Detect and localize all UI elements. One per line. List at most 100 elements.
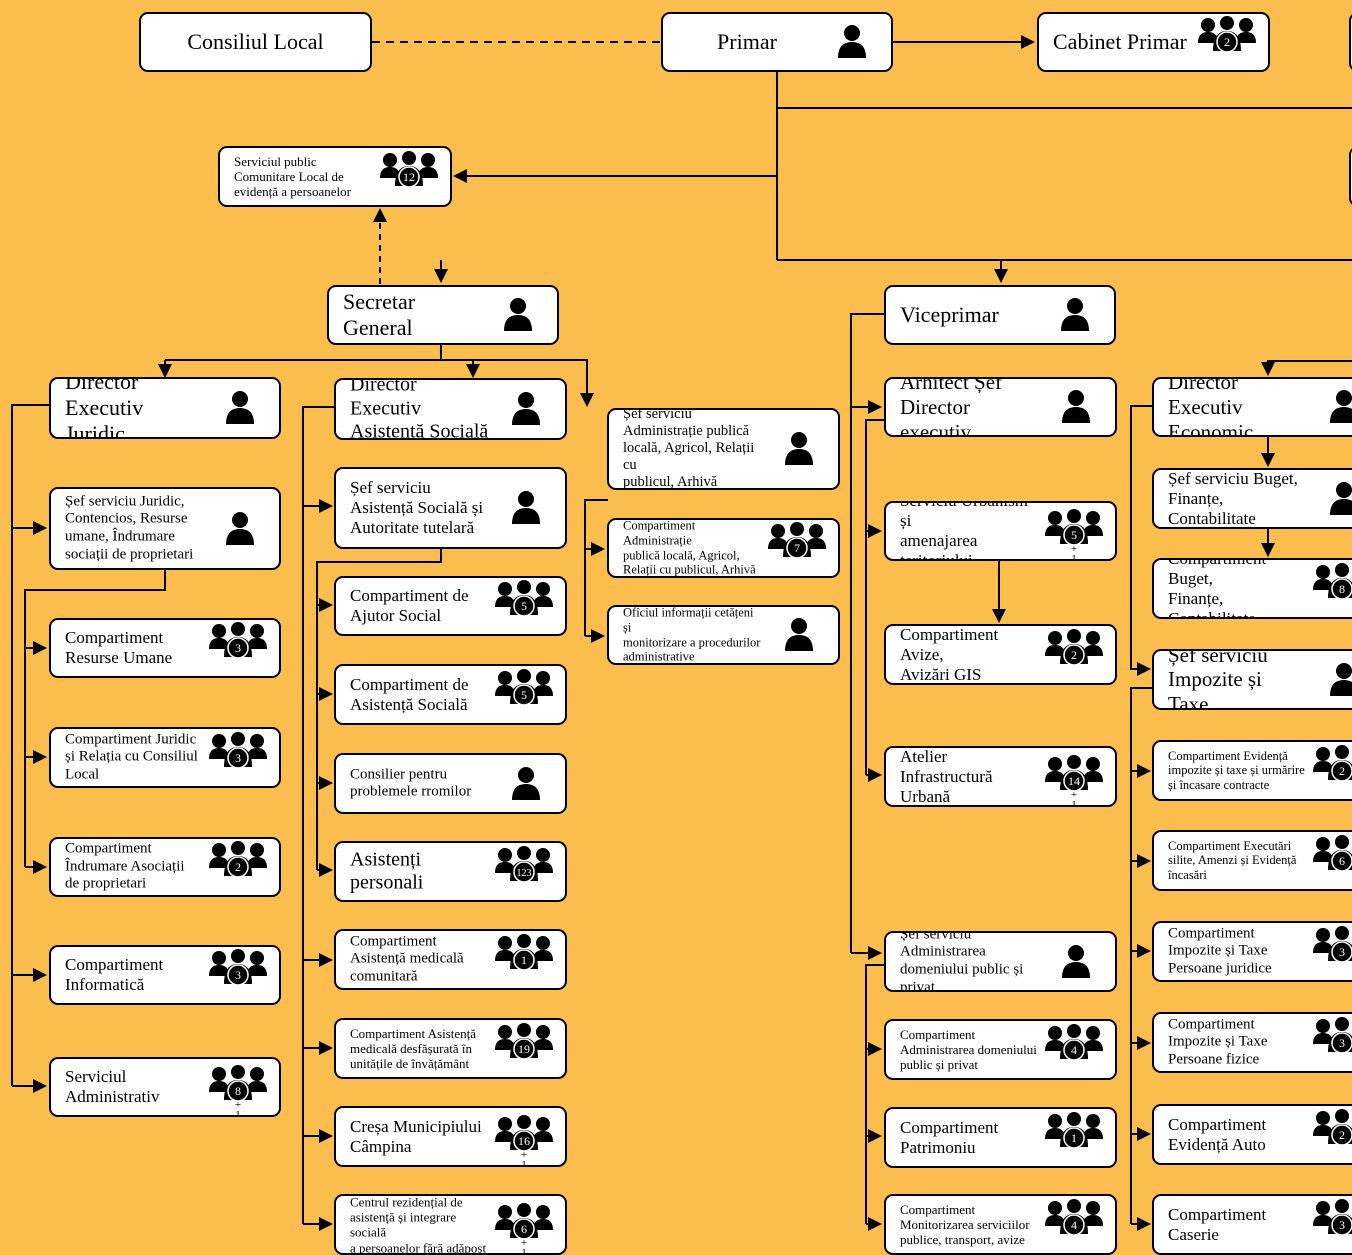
staff-count: 7 <box>794 541 800 555</box>
staff-count: 2 <box>1224 35 1230 49</box>
group-icon: 3 <box>1313 1197 1352 1255</box>
staff-count: 3 <box>1339 1218 1345 1232</box>
org-box-comp-med: Compartiment Asistență medicală comunita… <box>334 929 567 990</box>
org-box-centru: Centrul rezidențial de asistență și inte… <box>334 1194 567 1255</box>
org-box-label: Director Executiv Juridic <box>65 377 203 439</box>
group-icon: 2 <box>1045 627 1103 686</box>
group-icon: 14+1 <box>1045 753 1103 808</box>
person-icon <box>503 297 533 333</box>
person-icon <box>784 431 814 467</box>
org-box-label: Compartiment Asistență medicală desfășur… <box>350 1025 489 1071</box>
org-box-label: Compartiment Îndrumare Asociații de prop… <box>65 840 203 893</box>
staff-count: 8 <box>1339 582 1345 596</box>
org-box-comp-adm-pub: Compartiment Administrație publică local… <box>607 518 840 578</box>
staff-count: 4 <box>1071 1218 1077 1232</box>
org-box-primar: Primar <box>661 12 893 72</box>
org-box-sef-juridic: Șef serviciu Juridic, Contencios, Resurs… <box>49 487 281 570</box>
extra-staff: 1 <box>521 1247 527 1255</box>
staff-count: 2 <box>235 860 241 874</box>
org-box-comp-jur: Compartiment Juridic și Relația cu Consi… <box>49 727 281 788</box>
group-icon: 5 <box>495 578 553 636</box>
group-icon: 4 <box>1045 1197 1103 1255</box>
org-box-label: Șef serviciu Administrarea domeniului pu… <box>900 931 1039 992</box>
org-box-comp-buget: Compartiment Buget, Finanțe, Contabilita… <box>1152 558 1352 619</box>
person-icon <box>511 766 541 802</box>
staff-count: 4 <box>1071 1043 1077 1057</box>
org-box-label: Compartiment Buget, Finanțe, Contabilita… <box>1168 558 1307 619</box>
org-box-label: Compartiment Asistență medicală comunita… <box>350 933 489 986</box>
org-box-arhitect: Arhitect Șef Director executiv <box>884 377 1117 437</box>
org-box-label: Compartiment Avize, Avizări GIS <box>900 624 1039 684</box>
group-icon: 5 <box>495 667 553 726</box>
extra-staff: 1 <box>521 1159 527 1168</box>
staff-count: 2 <box>1339 1128 1345 1142</box>
group-icon: 5+1 <box>1045 507 1103 561</box>
group-icon: 12 <box>380 149 438 208</box>
group-icon: 2 <box>1313 743 1352 802</box>
org-box-label: Arhitect Șef Director executiv <box>900 377 1039 437</box>
person-icon <box>511 490 541 526</box>
group-icon: 3 <box>209 947 267 1005</box>
org-box-label: Compartiment Patrimoniu <box>900 1117 1039 1157</box>
org-box-asist-pers: Asistenți personali 123 <box>334 841 567 902</box>
org-box-sef-buget: Șef serviciu Buget, Finanțe, Contabilita… <box>1152 468 1352 529</box>
group-icon: 4 <box>1045 1022 1103 1081</box>
group-icon: 2 <box>1313 1107 1352 1166</box>
person-icon <box>1061 389 1091 425</box>
group-icon: 2 <box>1198 14 1256 72</box>
org-box-label: Șef serviciu Administrație publică local… <box>623 408 762 490</box>
org-box-comp-med-sc: Compartiment Asistență medicală desfășur… <box>334 1018 567 1079</box>
staff-count: 6 <box>1339 854 1345 868</box>
person-icon <box>837 24 867 60</box>
org-box-comp-pj: Compartiment Impozite și Taxe Persoane j… <box>1152 921 1352 982</box>
org-box-sef-impozite: Șef serviciu Impozite și Taxe <box>1152 649 1352 710</box>
person-icon <box>1329 662 1352 698</box>
org-box-comp-pf: Compartiment Impozite și Taxe Persoane f… <box>1152 1012 1352 1073</box>
org-box-label: Asistenți personali <box>350 848 489 895</box>
org-box-label: Director Executiv Asistență Socială <box>350 378 489 440</box>
org-box-label: Consilier pentru problemele rromilor <box>350 766 489 801</box>
org-box-monitorizare: Compartiment Monitorizarea serviciilor p… <box>884 1194 1117 1255</box>
person-icon <box>1061 944 1091 980</box>
staff-count: 8 <box>235 1084 241 1098</box>
person-icon <box>225 511 255 547</box>
staff-count: 3 <box>235 641 241 655</box>
org-box-label: Compartiment Informatică <box>65 955 203 995</box>
org-box-label: Creșa Municipiului Câmpina <box>350 1116 489 1156</box>
group-icon: 8 <box>1313 561 1352 620</box>
org-box-comp-asist: Compartiment de Asistență Socială 5 <box>334 664 567 725</box>
org-box-spclep: Serviciul public Comunitare Local de evi… <box>218 146 452 207</box>
org-box-label: Compartiment Executări silite, Amenzi și… <box>1168 838 1307 882</box>
org-box-label: Secretar General <box>343 289 481 341</box>
org-box-label: Compartiment Resurse Umane <box>65 628 203 668</box>
org-box-label: Oficiul informații cetățeni și monitoriz… <box>623 606 762 665</box>
extra-staff: 1 <box>1071 799 1077 808</box>
org-box-dir-juridic: Director Executiv Juridic <box>49 377 281 439</box>
extra-staff: 1 <box>235 1109 241 1117</box>
org-box-secretar: Secretar General <box>327 285 559 345</box>
group-icon: 3 <box>209 620 267 678</box>
org-box-label: Compartiment Monitorizarea serviciilor p… <box>900 1201 1039 1247</box>
org-box-label: Compartiment Juridic și Relația cu Consi… <box>65 731 203 784</box>
staff-count: 5 <box>521 599 527 613</box>
org-box-urbanism: Serviciu Urbanism și amenajarea teritori… <box>884 501 1117 561</box>
group-icon: 1 <box>495 932 553 991</box>
org-box-label: Director Executiv Economic <box>1168 377 1307 437</box>
staff-count: 5 <box>521 688 527 702</box>
org-box-label: Șef serviciu Juridic, Contencios, Resurs… <box>65 493 203 564</box>
org-box-sef-as: Șef serviciu Asistență Socială și Autori… <box>334 467 567 549</box>
staff-count: 123 <box>517 868 532 879</box>
staff-count: 3 <box>235 751 241 765</box>
org-box-label: Compartiment de Asistență Socială <box>350 674 489 714</box>
staff-count: 16 <box>518 1134 530 1148</box>
org-box-label: Centrul rezidențial de asistență și inte… <box>350 1194 489 1255</box>
group-icon: 123 <box>495 844 553 903</box>
person-icon <box>784 617 814 653</box>
